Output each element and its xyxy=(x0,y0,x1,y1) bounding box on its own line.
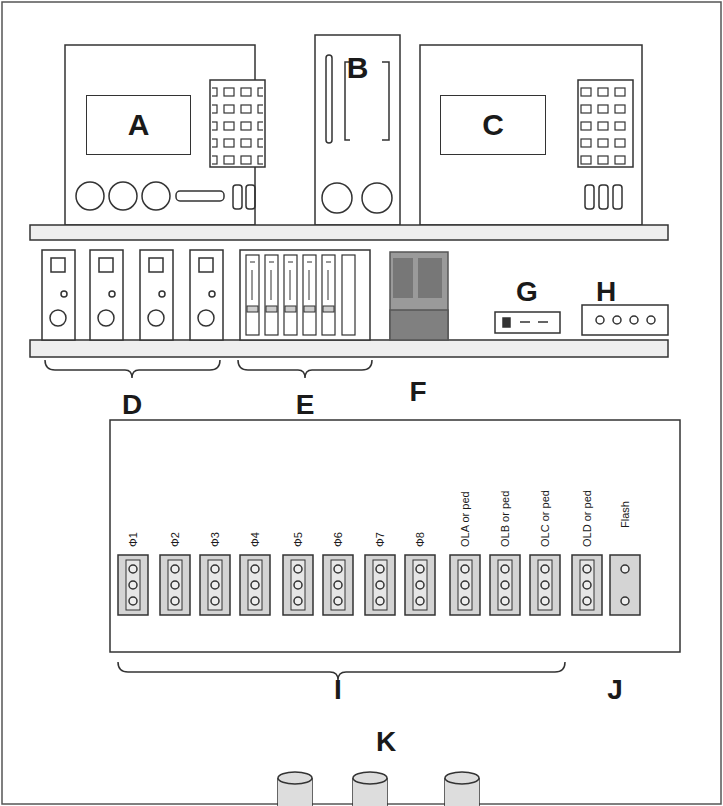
callout-letter: K xyxy=(376,728,396,756)
terminal-label: Φ8 xyxy=(415,532,426,547)
terminal-label: OLC or ped xyxy=(540,490,551,547)
callout-letter: G xyxy=(516,278,538,306)
display-screen: C xyxy=(440,95,546,155)
terminal-label: Φ3 xyxy=(210,532,221,547)
terminal-label: Φ1 xyxy=(128,532,139,547)
terminal-label: OLD or ped xyxy=(582,490,593,547)
terminal-label: Φ4 xyxy=(250,532,261,547)
terminal-label: Φ2 xyxy=(170,532,181,547)
part-letter: A xyxy=(128,110,150,140)
callout-letter: E xyxy=(296,391,315,419)
callout-letter: D xyxy=(122,391,142,419)
terminal-label: Flash xyxy=(620,501,631,528)
terminal-label: Φ5 xyxy=(293,532,304,547)
callout-letter: H xyxy=(596,278,616,306)
controller-unit: B xyxy=(315,35,400,225)
part-letter: B xyxy=(347,53,369,83)
terminal-label: Φ6 xyxy=(333,532,344,547)
callout-letter: J xyxy=(607,676,623,704)
terminal-label: OLB or ped xyxy=(500,491,511,547)
display-screen: A xyxy=(86,95,191,155)
terminal-label: Φ7 xyxy=(375,532,386,547)
terminal-label: OLA or ped xyxy=(460,491,471,547)
callout-letter: F xyxy=(409,378,426,406)
part-letter: C xyxy=(482,110,504,140)
callout-letter: I xyxy=(334,676,342,704)
